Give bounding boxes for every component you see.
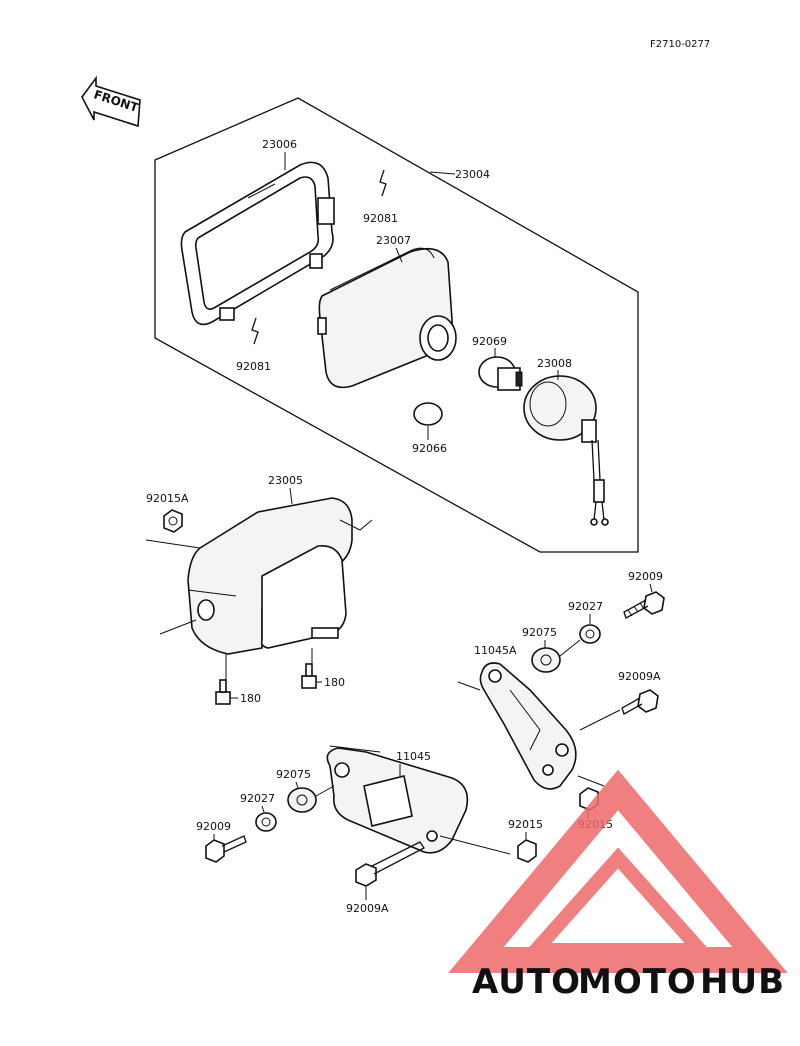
- headlight-rim-23006: [180, 161, 335, 326]
- figure-code: F2710-0277: [650, 39, 710, 50]
- nut-92015A: [163, 509, 183, 533]
- label-92066: 92066: [412, 442, 447, 455]
- label-92009-right: 92009: [628, 570, 663, 583]
- label-180-left: 180: [240, 692, 261, 705]
- bolt-92009-left: [205, 835, 247, 863]
- watermark-moto: MOTO: [578, 962, 697, 1002]
- label-92081-bottom: 92081: [236, 360, 271, 373]
- label-92075-left: 92075: [276, 768, 311, 781]
- label-92075-right: 92075: [522, 626, 557, 639]
- screw-180-left: [215, 679, 231, 705]
- grommet-92075-right: [531, 647, 561, 673]
- label-92009-left: 92009: [196, 820, 231, 833]
- headlight-cover-23005: [187, 497, 353, 655]
- bolt-92009-right: [623, 591, 665, 619]
- label-92015A: 92015A: [146, 492, 189, 505]
- screw-180-right: [301, 663, 317, 689]
- label-92015-lower: 92015: [508, 818, 543, 831]
- label-23004: 23004: [455, 168, 490, 181]
- nut-92015-lower: [517, 839, 537, 863]
- front-arrow-icon: FRONT: [81, 75, 141, 128]
- label-23006: 23006: [262, 138, 297, 151]
- label-92027-left: 92027: [240, 792, 275, 805]
- clip-92081-bottom: [251, 317, 259, 345]
- bracket-11045A: [479, 662, 577, 790]
- watermark-hub: HUB: [700, 962, 785, 1002]
- label-92009A-bottom: 92009A: [346, 902, 389, 915]
- label-23008: 23008: [537, 357, 572, 370]
- label-23005: 23005: [268, 474, 303, 487]
- clip-92081-top: [379, 169, 387, 197]
- headlight-unit-23007: [317, 247, 457, 389]
- watermark-auto: AUTO: [472, 962, 581, 1002]
- cap-92066: [413, 402, 443, 426]
- label-92027-right: 92027: [568, 600, 603, 613]
- grommet-92075-left: [287, 787, 317, 813]
- label-180-right: 180: [324, 676, 345, 689]
- bracket-11045: [326, 747, 469, 854]
- label-23007: 23007: [376, 234, 411, 247]
- label-11045A: 11045A: [474, 644, 517, 657]
- collar-92027-left: [255, 812, 277, 832]
- automotohub-watermark: AUTO MOTO HUB: [448, 769, 788, 1002]
- label-92069: 92069: [472, 335, 507, 348]
- bolt-92009A-bottom: [355, 841, 425, 887]
- socket-23008: [523, 375, 609, 526]
- bolt-92009A-right: [621, 689, 659, 715]
- assembly-23004-outline: [154, 97, 639, 553]
- collar-92027-right: [579, 624, 601, 644]
- label-92081-top: 92081: [363, 212, 398, 225]
- watermark-triangle-icon: [448, 769, 788, 973]
- bulb-92069: [478, 356, 523, 391]
- label-11045: 11045: [396, 750, 431, 763]
- label-92009A-right: 92009A: [618, 670, 661, 683]
